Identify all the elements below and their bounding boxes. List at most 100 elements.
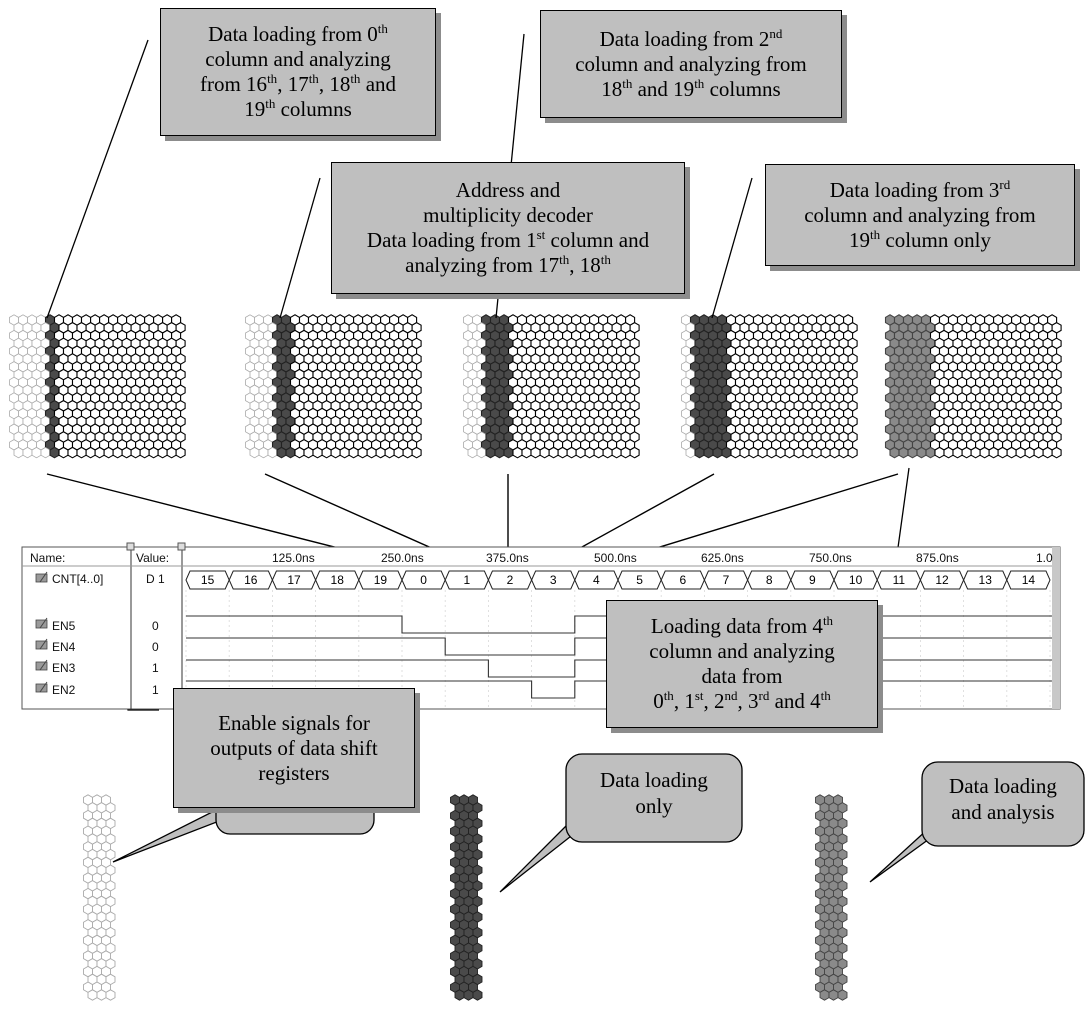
pixel-cell	[593, 446, 604, 459]
callout-line: Data loading from 3rd	[829, 176, 1011, 202]
pixel-cell	[357, 446, 368, 459]
pixel-cell	[166, 446, 177, 459]
pixel-cell	[997, 446, 1008, 459]
pixel-cell	[916, 446, 927, 459]
leader-col1	[279, 177, 321, 319]
name-splitter-handle[interactable]	[126, 542, 135, 551]
time-tick-125: 125.0ns	[272, 551, 315, 565]
signal-value-en3: 1	[152, 661, 159, 675]
pixel-cell	[820, 446, 831, 459]
signal-name-en5[interactable]: EN5	[52, 619, 76, 633]
pixel-cell	[339, 446, 350, 459]
time-tick-1000: 1.0	[1036, 551, 1053, 565]
time-tick-375: 375.0ns	[486, 551, 529, 565]
pixel-cell	[139, 446, 150, 459]
pixel-cell	[694, 446, 705, 459]
pixel-cell	[898, 446, 909, 459]
pixel-cell	[847, 446, 858, 459]
pixel-cell	[494, 446, 505, 459]
pixel-cell	[366, 446, 377, 459]
legend-cell	[96, 989, 107, 1001]
pixel-cell	[276, 446, 287, 459]
pixel-cell	[784, 446, 795, 459]
legend-column-loading-analysis	[815, 794, 848, 1001]
pixel-cell	[829, 446, 840, 459]
pixel-cell	[503, 446, 514, 459]
signal-name-cnt[interactable]: CNT[4..0]	[52, 572, 104, 586]
pixel-cell	[539, 446, 550, 459]
bubble-loading-analysis-line2: and analysis	[951, 800, 1054, 824]
bubble-loading-only-body	[565, 753, 743, 843]
pixel-cell	[58, 446, 69, 459]
value-splitter-handle[interactable]	[177, 542, 186, 551]
time-tick-500: 500.0ns	[594, 551, 637, 565]
pixel-cell	[979, 446, 990, 459]
callout-line: from 16th, 17th, 18th and	[199, 71, 397, 96]
pixel-grid-0	[9, 314, 186, 459]
output-pin-icon	[35, 681, 48, 693]
pixel-cell	[330, 446, 341, 459]
pixel-cell	[130, 446, 141, 459]
pixel-cell	[76, 446, 87, 459]
time-tick-875: 875.0ns	[916, 551, 959, 565]
bus-count-label: 18	[331, 573, 345, 587]
bubble-loading-only-line1: Data loading	[600, 768, 708, 792]
pixel-cell	[811, 446, 822, 459]
pixel-cell	[703, 446, 714, 459]
bus-count-label: 10	[849, 573, 863, 587]
bus-count-label: 6	[679, 573, 686, 587]
pixel-cell	[889, 446, 900, 459]
callout-line: Data loading from 1st column and	[366, 227, 650, 252]
pixel-cell	[285, 446, 296, 459]
callout-line: Loading data from 4th	[650, 613, 834, 638]
pixel-cell	[1051, 446, 1062, 459]
bus-count-label: 19	[374, 573, 388, 587]
pixel-cell	[31, 446, 42, 459]
bubble-loading-analysis-body	[921, 761, 1085, 847]
bus-signal-icon	[35, 571, 48, 583]
legend-cell	[87, 989, 98, 1001]
signal-name-en4[interactable]: EN4	[52, 640, 76, 654]
bus-count-label: 3	[550, 573, 557, 587]
legend-cell	[819, 989, 830, 1001]
time-tick-750: 750.0ns	[809, 551, 852, 565]
signal-value-en5: 0	[152, 619, 159, 633]
waveform-scrollbar[interactable]	[1052, 547, 1060, 709]
bus-count-label: 13	[979, 573, 993, 587]
pixel-cell	[121, 446, 132, 459]
signal-value-en2: 1	[152, 683, 159, 697]
pixel-cell	[721, 446, 732, 459]
legend-cell	[105, 989, 116, 1001]
callout-line: 19th columns	[244, 96, 352, 121]
bus-count-label: 15	[201, 573, 215, 587]
pixel-cell	[1024, 446, 1035, 459]
signal-name-en2[interactable]: EN2	[52, 683, 76, 697]
pixel-cell	[748, 446, 759, 459]
bus-count-label: 11	[893, 573, 906, 587]
pixel-cell	[267, 446, 278, 459]
pixel-cell	[566, 446, 577, 459]
callout-line: 18th and 19th columns	[601, 75, 781, 101]
pixel-cell	[175, 446, 186, 459]
pixel-cell	[775, 446, 786, 459]
value-column-header: Value:	[136, 551, 170, 565]
signal-name-en3[interactable]: EN3	[52, 661, 76, 675]
callout-line: column and analyzing from	[575, 51, 807, 76]
pixel-cell	[485, 446, 496, 459]
pixel-grid-3	[681, 314, 858, 459]
pixel-cell	[584, 446, 595, 459]
callout-line: registers	[258, 760, 330, 785]
pixel-cell	[249, 446, 260, 459]
pixel-cell	[303, 446, 314, 459]
pixel-grid-4	[884, 314, 1062, 459]
pixel-cell	[157, 446, 168, 459]
callout-line: 19th column only	[849, 226, 991, 252]
callout-line: column and analyzing	[649, 639, 835, 663]
